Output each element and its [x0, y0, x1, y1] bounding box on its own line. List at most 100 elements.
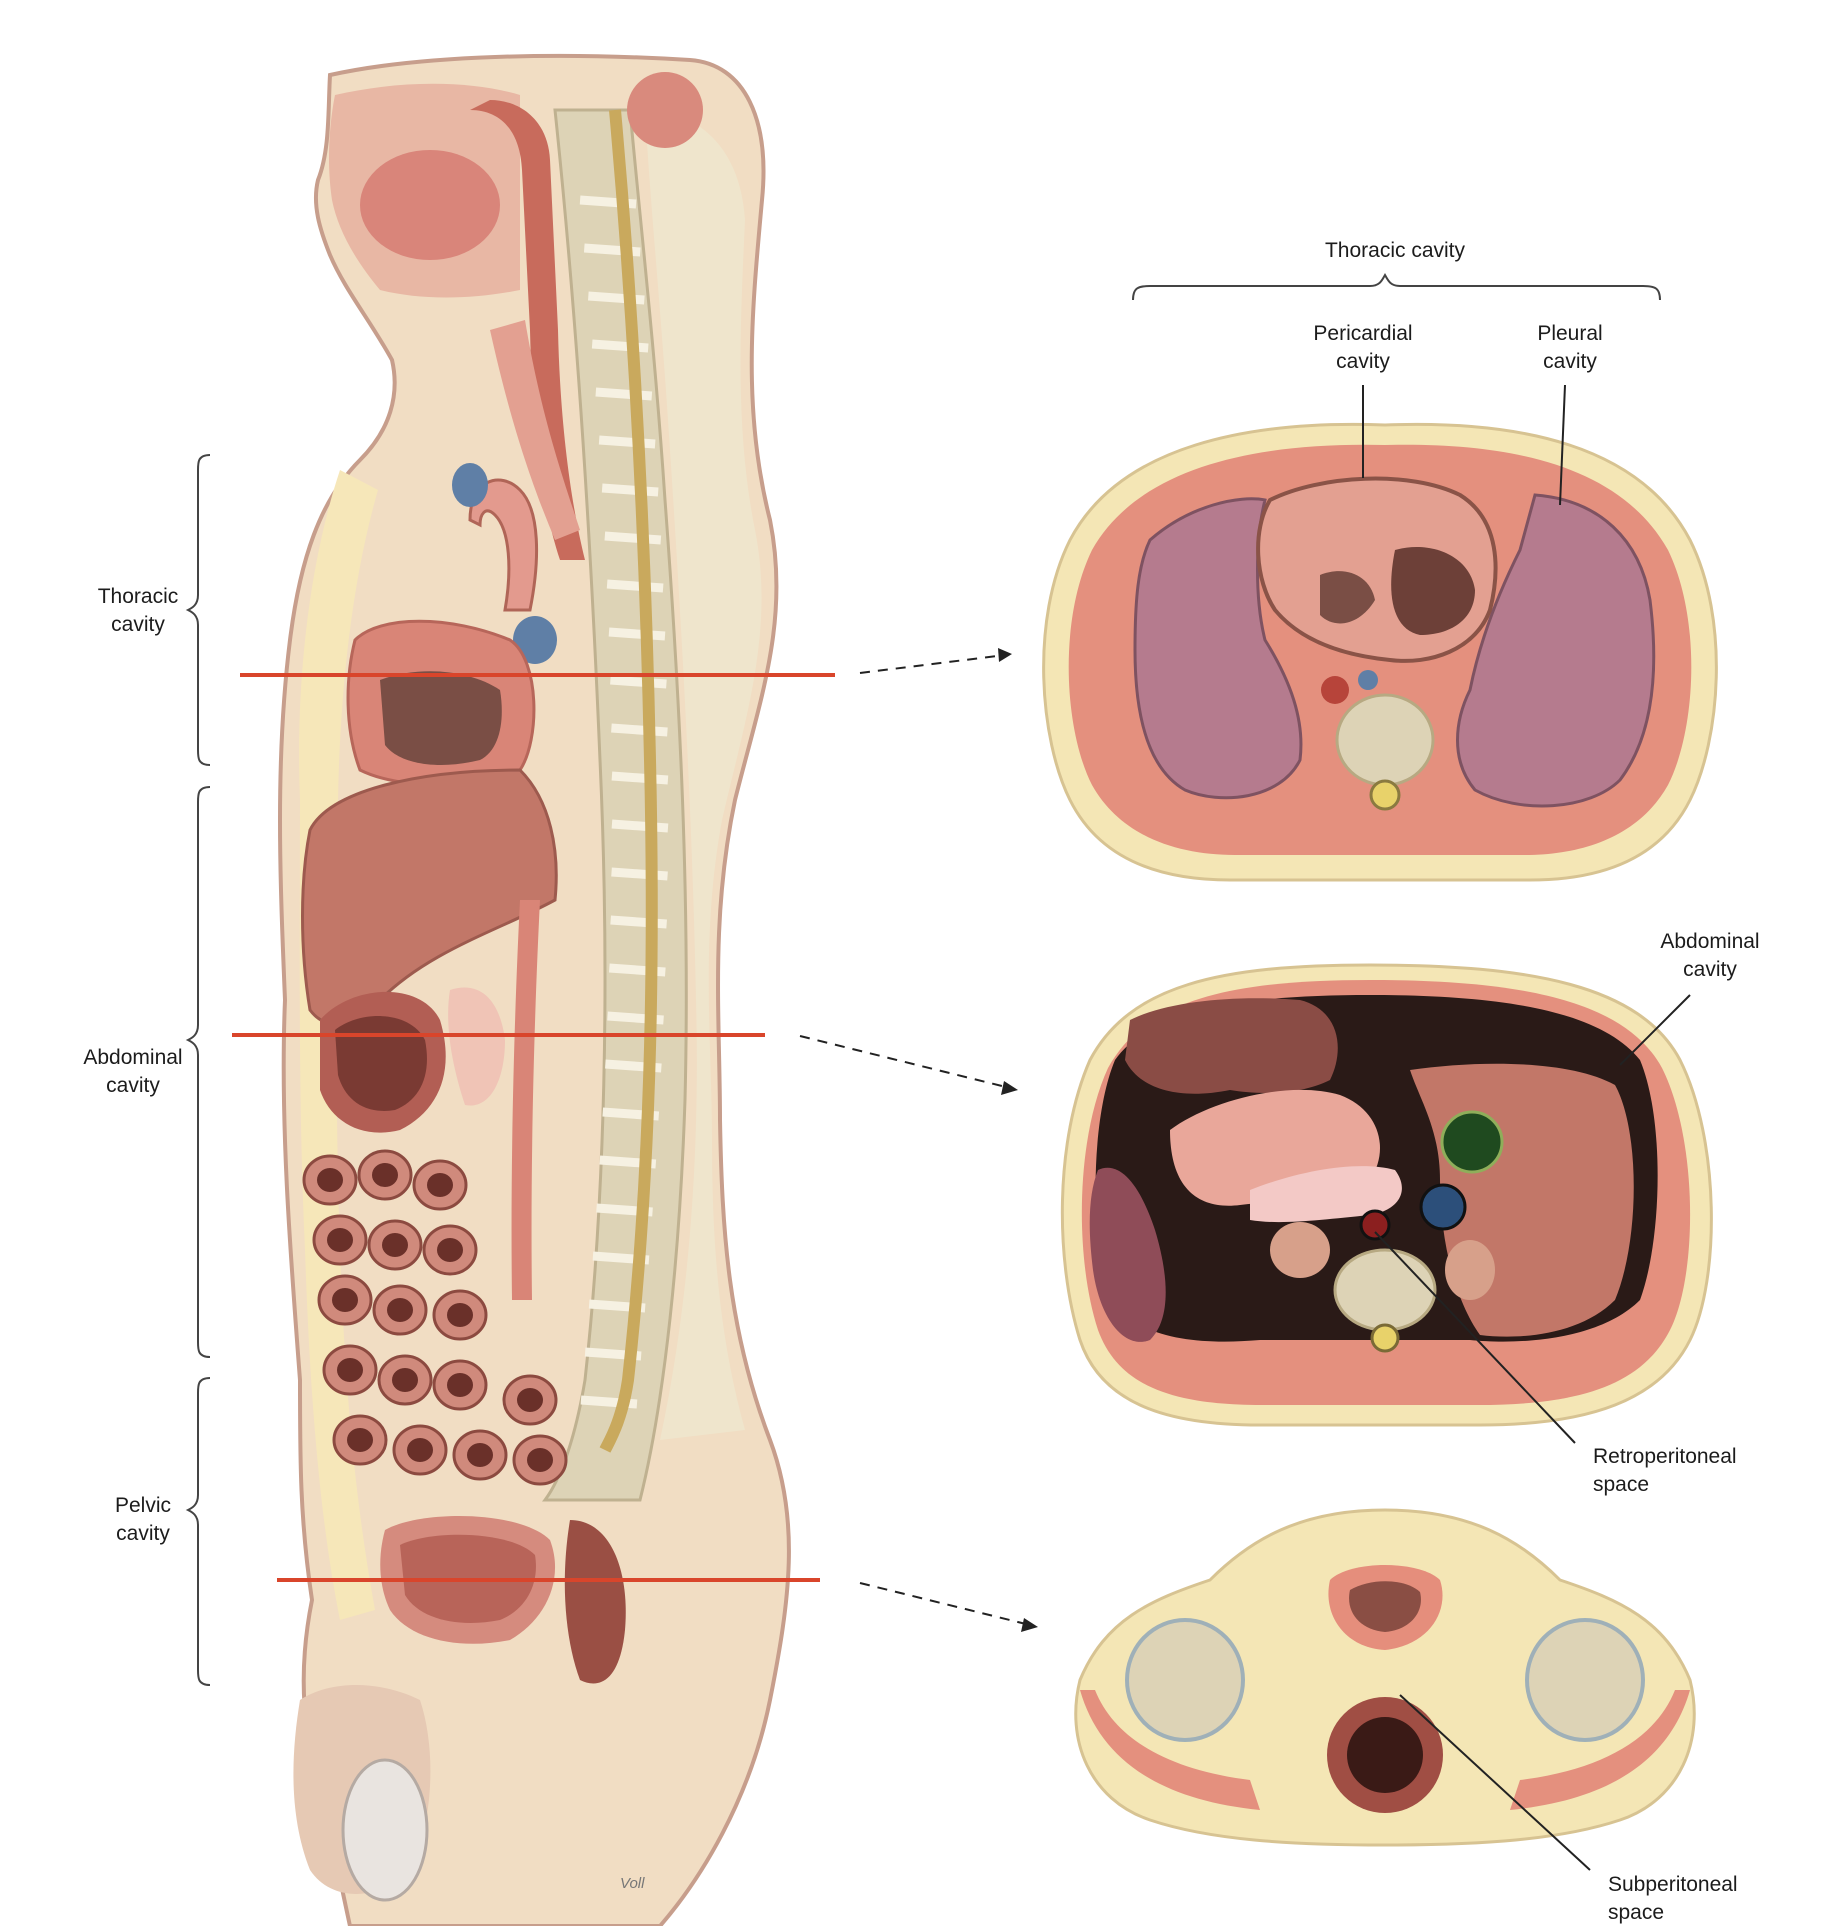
intervertebral-disc [610, 675, 667, 689]
abdominal-aorta [1359, 1209, 1391, 1241]
intervertebral-disc [598, 435, 656, 449]
intervertebral-disc [601, 483, 659, 497]
right-lung [1133, 497, 1303, 800]
label-pericardial-cavity: Pericardial cavity [1288, 320, 1438, 376]
heart-chambers [380, 671, 502, 765]
intestine-lumen [467, 1443, 493, 1467]
label-line: Pericardial [1313, 322, 1413, 345]
inferior-vena-cava [1419, 1183, 1467, 1231]
intervertebral-disc [611, 723, 668, 737]
label-line: Abdominal [1660, 930, 1760, 953]
colon-loops-top [1125, 998, 1338, 1094]
pancreas-sagittal [448, 987, 505, 1106]
label-line: space [1593, 1473, 1650, 1496]
dashed-arrows [799, 654, 1031, 1626]
label-pleural-cavity: Pleural cavity [1510, 320, 1630, 376]
label-thoracic-cavity: Thoracic cavity [73, 583, 203, 639]
intestine-lumen [332, 1288, 358, 1312]
thoracic-aorta [1321, 676, 1349, 704]
cerebellum [627, 72, 703, 148]
small-intestine-loops [302, 1149, 568, 1486]
bracket-abdominal [185, 786, 211, 1358]
intervertebral-disc [604, 531, 662, 545]
pharynx [470, 100, 585, 560]
label-retroperitoneal-space: Retroperitoneal space [1593, 1443, 1783, 1499]
right-femoral-head [1125, 1618, 1245, 1742]
intestine-lumen [447, 1303, 473, 1327]
label-line: cavity [116, 1522, 170, 1545]
pelvis-body-outline [1074, 1508, 1696, 1847]
arrow-heads [998, 648, 1038, 1632]
spinal-cord [599, 109, 658, 1453]
intestine-lumen [387, 1298, 413, 1322]
label-line: Thoracic [97, 585, 179, 608]
intervertebral-disc [611, 867, 668, 881]
intervertebral-disc [610, 915, 667, 929]
testis [341, 1758, 429, 1902]
label-abdominal-cavity-callout: Abdominal cavity [1640, 928, 1780, 984]
left-kidney [1270, 1222, 1330, 1278]
label-line: cavity [1336, 350, 1390, 373]
pelvic-floor-muscle-right [1080, 1690, 1260, 1810]
subcutaneous-fat [299, 470, 378, 1620]
intestine-lumen [427, 1173, 453, 1197]
intervertebral-disc [608, 627, 666, 641]
label-pelvic-cavity: Pelvic cavity [83, 1492, 203, 1548]
thoracic-brace [1132, 273, 1661, 301]
tongue [360, 150, 500, 260]
intestine-lumen [317, 1168, 343, 1192]
intestine-lumen [382, 1233, 408, 1257]
leader-retroperitoneal [1374, 1231, 1576, 1444]
pelvic-floor-muscle-left [1510, 1690, 1690, 1810]
intervertebral-disc [611, 819, 669, 833]
thoracic-esophagus [1358, 670, 1378, 690]
label-abdominal-cavity-side: Abdominal cavity [63, 1044, 203, 1100]
stomach-rugae [335, 1016, 427, 1111]
thoracic-vertebra [1335, 693, 1435, 787]
intestine-lumen [447, 1373, 473, 1397]
heart-chamber-1 [1391, 546, 1475, 635]
intestine-lumen [527, 1448, 553, 1472]
intestine-lumen [407, 1438, 433, 1462]
label-line: Subperitoneal [1608, 1873, 1738, 1896]
arrowhead-thoracic [998, 648, 1012, 662]
label-line: Pelvic [114, 1494, 172, 1517]
rectum-sagittal [564, 1520, 626, 1684]
intestine-lumen [337, 1358, 363, 1382]
gallbladder [1440, 1110, 1504, 1174]
spleen-cross-section [1089, 1167, 1166, 1342]
leader-subperitoneal [1399, 1694, 1591, 1871]
rectum-lumen [1347, 1717, 1423, 1793]
arrow-thoracic [859, 654, 1006, 674]
intervertebral-disc [588, 291, 645, 305]
abdominal-cross-section [1060, 963, 1713, 1427]
label-line: Pleural [1537, 322, 1603, 345]
left-lung [1456, 493, 1656, 808]
left-atrium-vessel [513, 616, 557, 664]
heart-chamber-2 [1320, 571, 1375, 624]
pancreas-cross-section [1250, 1166, 1402, 1223]
label-line: cavity [1543, 350, 1597, 373]
arrow-abdominal [799, 1035, 1011, 1089]
intestine-lumen [517, 1388, 543, 1412]
intervertebral-disc [606, 579, 664, 593]
thoracic-cross-section [1042, 422, 1718, 882]
label-line: Abdominal [83, 1046, 183, 1069]
lumbar-vertebra [1333, 1248, 1437, 1332]
thoracic-spinal-cord [1369, 779, 1401, 811]
intestine-lumen [327, 1228, 353, 1252]
leader-pleural [1559, 384, 1566, 506]
right-kidney [1445, 1240, 1495, 1300]
leader-lines [1362, 384, 1691, 1871]
arrowhead-abdominal [1001, 1081, 1018, 1095]
aortic-arch [468, 478, 539, 612]
label-line: cavity [106, 1074, 160, 1097]
back-muscles [645, 110, 762, 1440]
descending-aorta [511, 900, 540, 1300]
intestine-lumen [347, 1428, 373, 1452]
arrowhead-pelvic [1021, 1618, 1038, 1632]
label-line: cavity [1683, 958, 1737, 981]
pelvic-cross-section [1074, 1508, 1696, 1847]
label-line: Retroperitoneal [1593, 1445, 1737, 1468]
